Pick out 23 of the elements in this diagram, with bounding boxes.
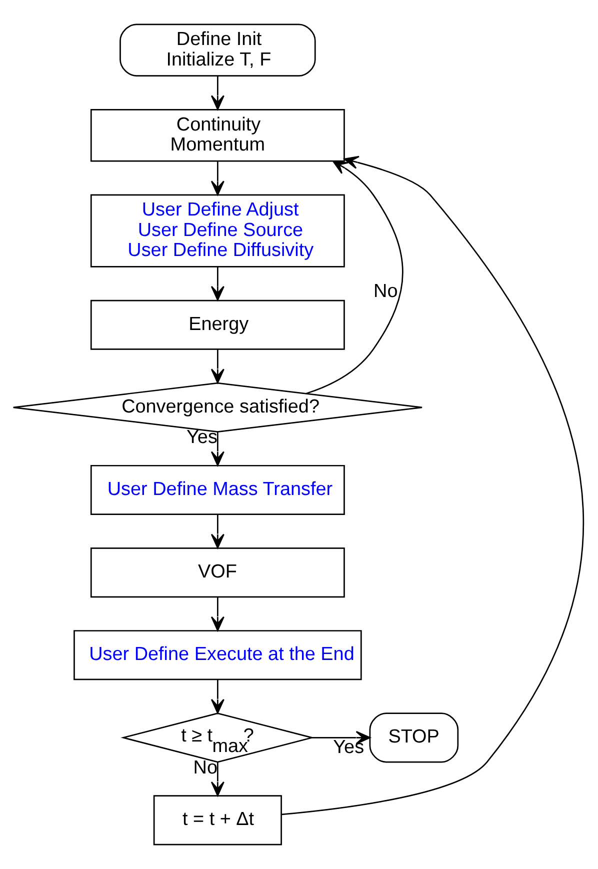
node-box: t = t + Δt xyxy=(153,795,282,846)
edge-label: Yes xyxy=(333,736,364,758)
node-box: Define Init Initialize T, F xyxy=(120,24,316,77)
node-box: Continuity Momentum xyxy=(90,109,345,162)
arrow xyxy=(312,730,371,744)
arrow xyxy=(210,680,224,714)
arrow xyxy=(210,266,224,301)
arrow xyxy=(282,156,584,816)
node-box: User Define Adjust User Define Source User Define Diffusivity xyxy=(90,194,345,268)
arrow xyxy=(210,514,224,549)
arrow xyxy=(210,349,224,384)
arrow xyxy=(210,762,224,796)
node-box: VOF xyxy=(90,548,345,598)
node-box: User Define Execute at the End xyxy=(74,630,362,680)
node-box: User Define Mass Transfer xyxy=(90,464,345,516)
node-box: STOP xyxy=(369,712,459,763)
edge-label: No xyxy=(374,281,398,302)
node-box: Energy xyxy=(90,300,345,350)
arrow xyxy=(210,76,224,110)
arrow xyxy=(306,160,404,394)
arrow xyxy=(210,597,224,632)
arrow xyxy=(210,162,224,196)
arrow xyxy=(210,432,224,466)
